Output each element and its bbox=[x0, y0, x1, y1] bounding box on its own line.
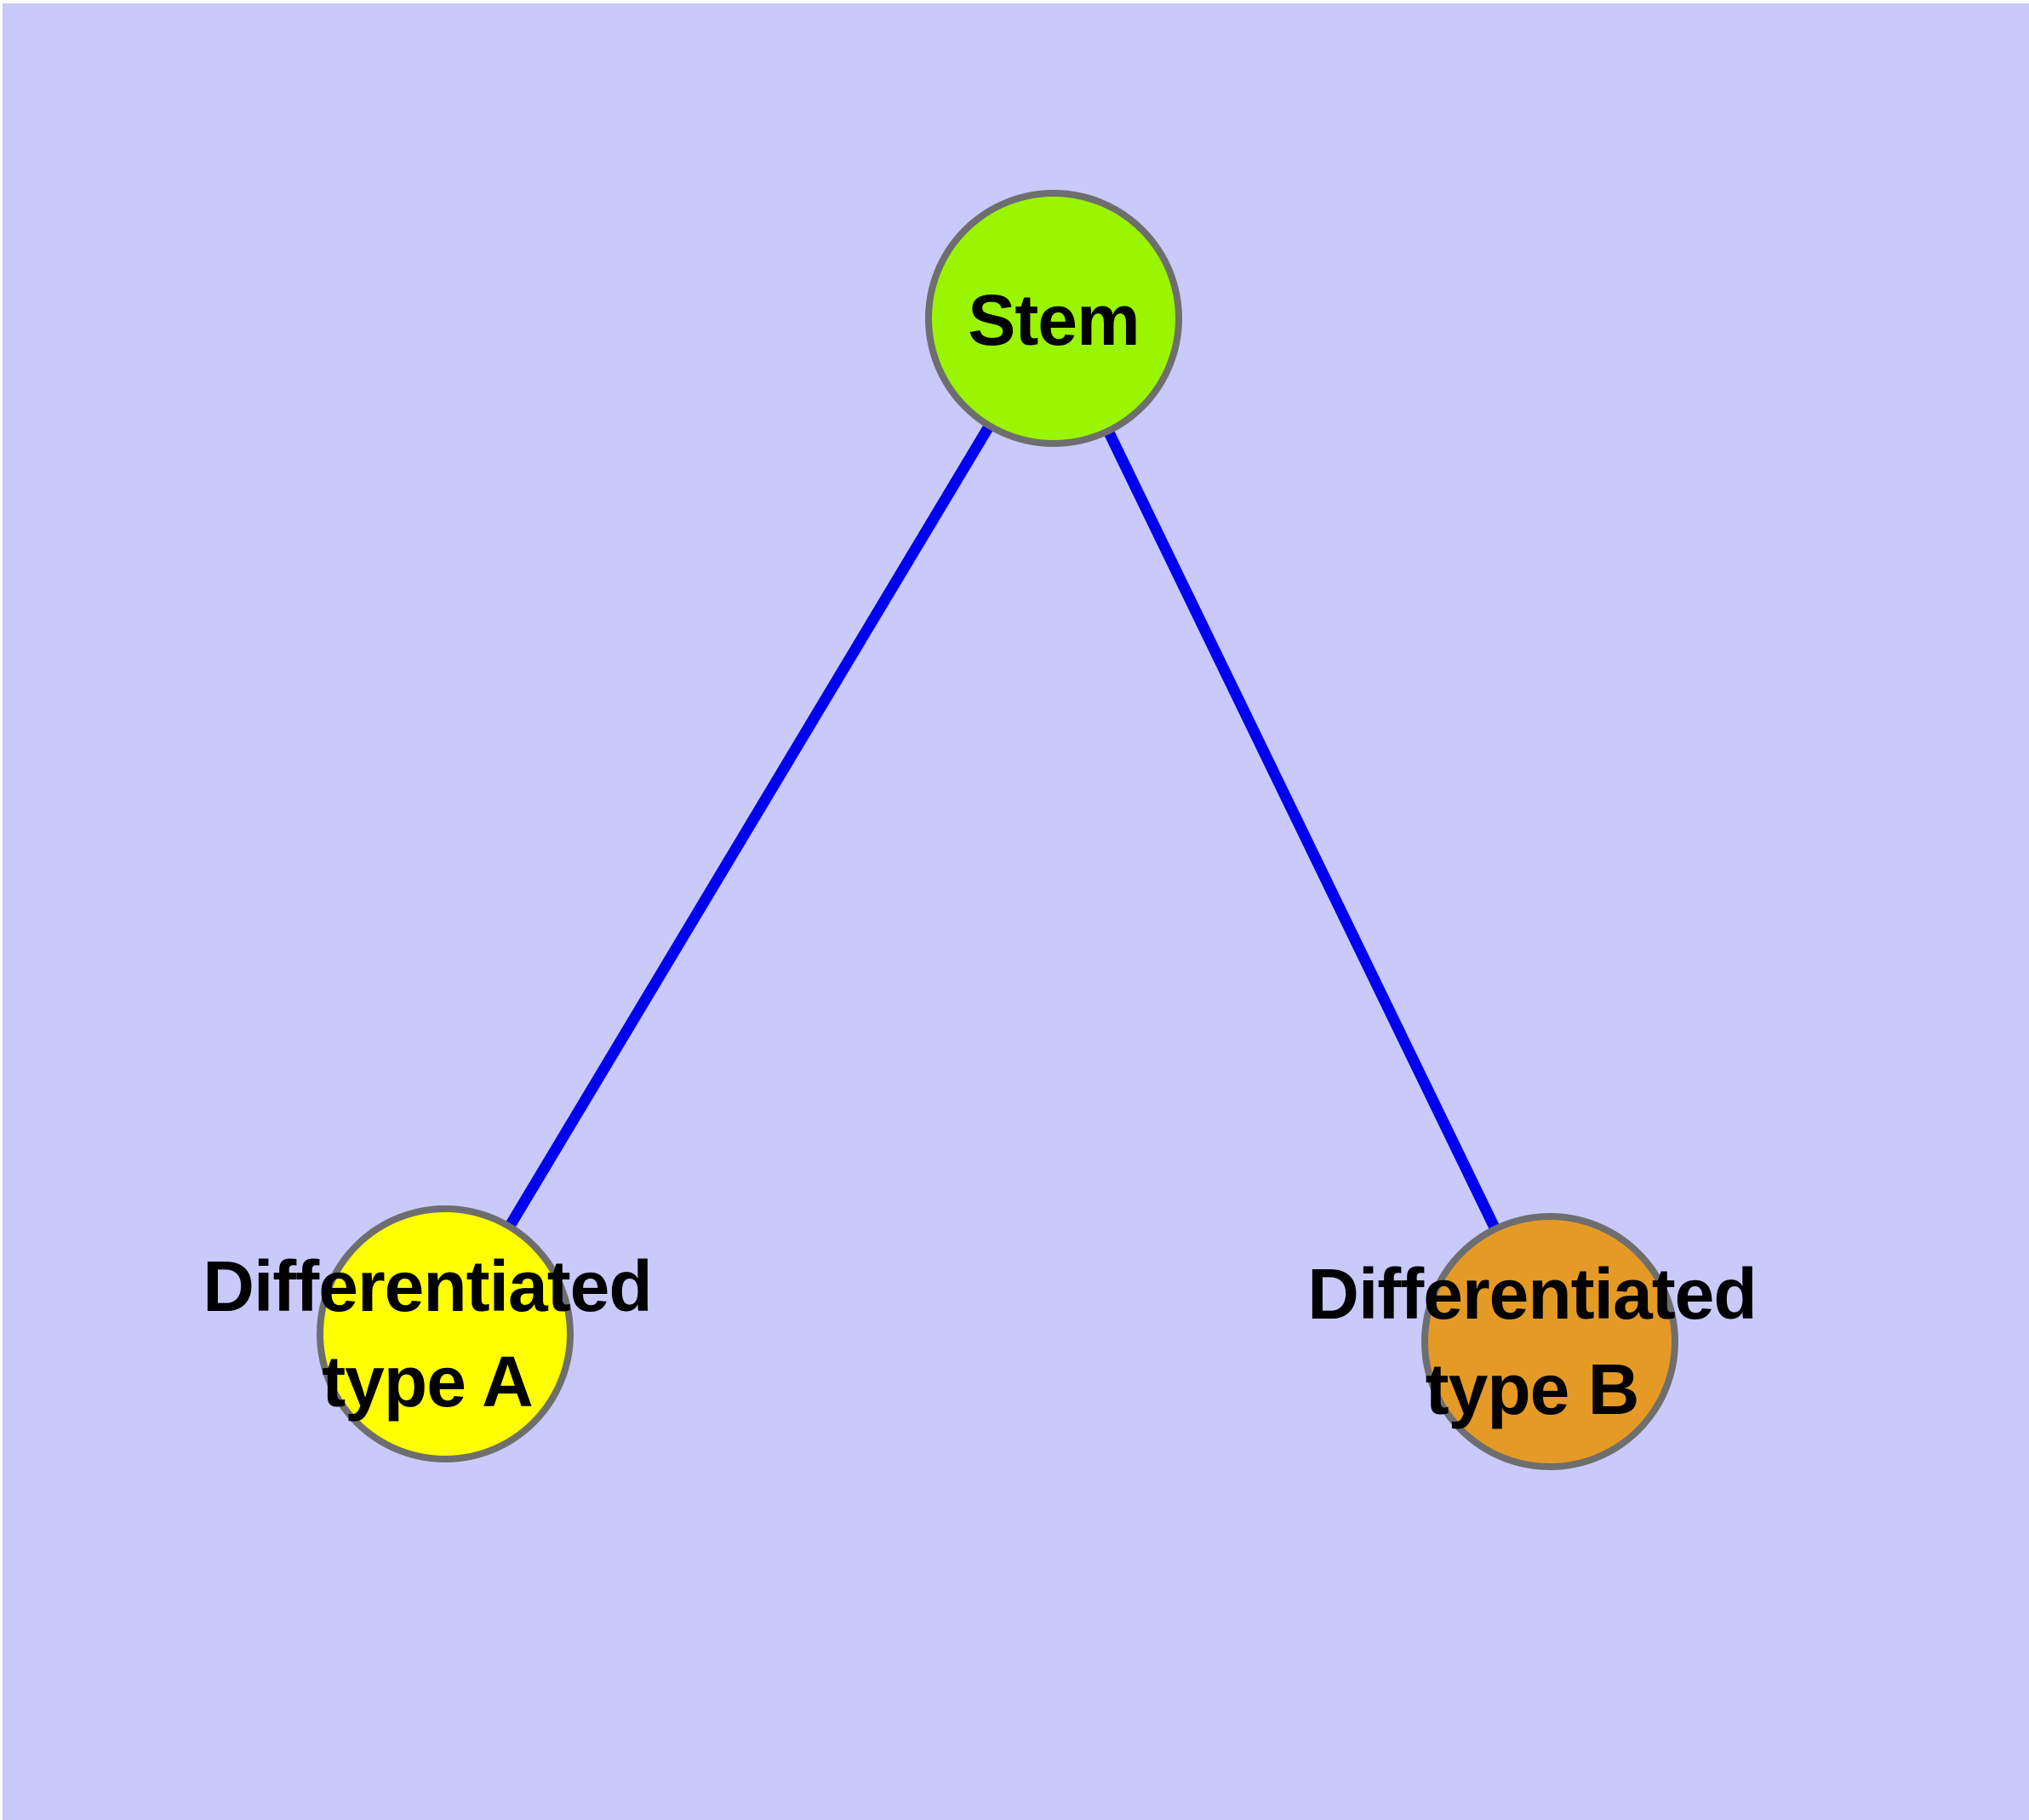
node-label-differentiated-type-a: Differentiated type A bbox=[203, 1239, 652, 1429]
node-label-differentiated-type-b: Differentiated type B bbox=[1307, 1246, 1757, 1437]
node-stem bbox=[925, 190, 1182, 447]
node-differentiated-type-b bbox=[1421, 1213, 1678, 1470]
node-label-line: type A bbox=[322, 1342, 534, 1422]
node-label-line: type B bbox=[1425, 1349, 1640, 1429]
edge-stem-to-type-b bbox=[1049, 316, 1555, 1344]
node-differentiated-type-a bbox=[317, 1205, 574, 1462]
node-label-line: Differentiated bbox=[203, 1246, 652, 1326]
node-label-line: Stem bbox=[968, 280, 1140, 360]
node-label-line: Differentiated bbox=[1307, 1254, 1757, 1334]
edge-stem-to-type-a bbox=[440, 315, 1059, 1337]
node-label-stem: Stem bbox=[968, 272, 1140, 368]
